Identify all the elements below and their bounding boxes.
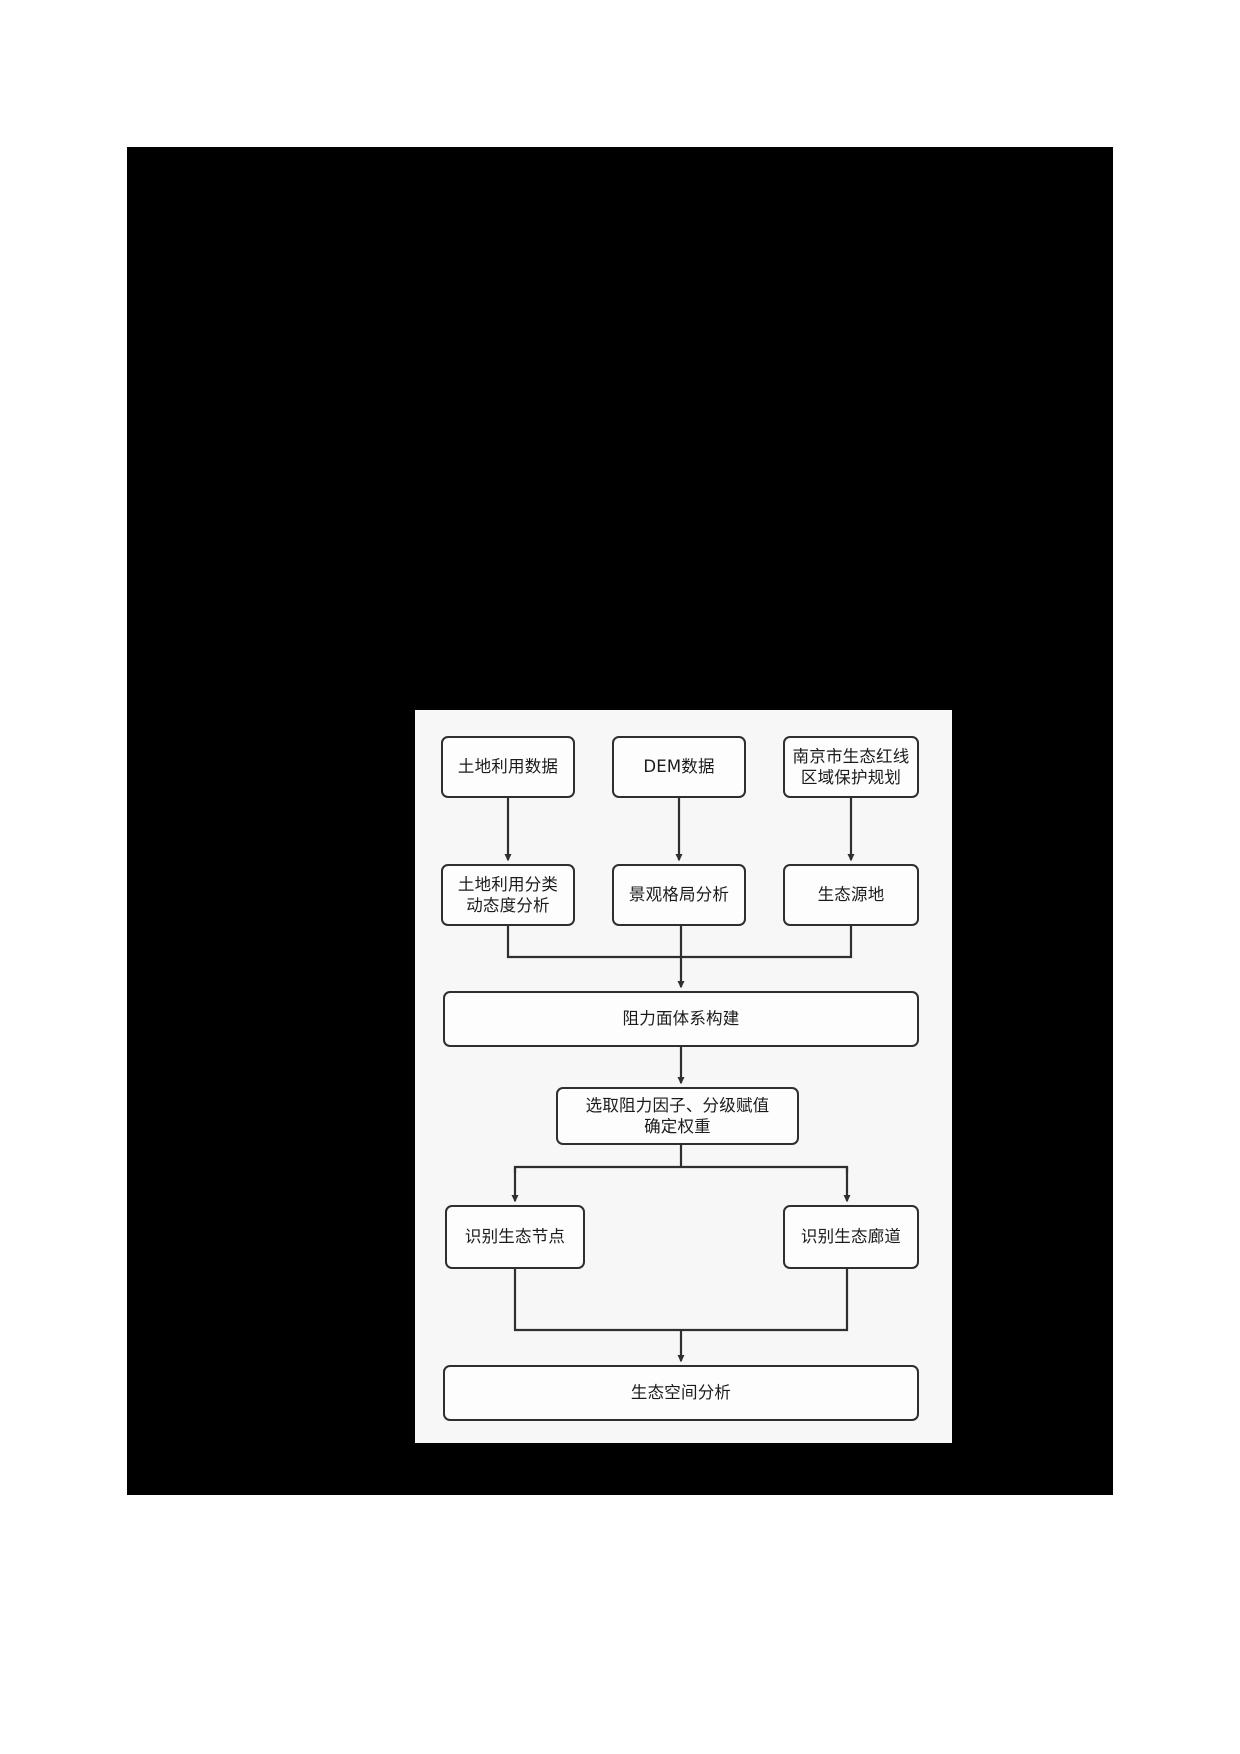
page-canvas: 土地利用数据 DEM数据 南京市生态红线区域保护规划 土地利用分类 动态度分析 …: [127, 147, 1113, 1495]
edge-factor-weight-split-bus: [513, 1165, 849, 1173]
flow-node-dem-data[interactable]: DEM数据: [612, 736, 746, 798]
flow-node-factor-weight[interactable]: 选取阻力因子、分级赋值 确定权重: [556, 1087, 799, 1145]
flow-node-landscape-pattern[interactable]: 景观格局分析: [612, 864, 746, 926]
flowchart-diagram: 土地利用数据 DEM数据 南京市生态红线区域保护规划 土地利用分类 动态度分析 …: [415, 710, 952, 1443]
flow-node-eco-nodes[interactable]: 识别生态节点: [445, 1205, 585, 1269]
flow-node-eco-source[interactable]: 生态源地: [783, 864, 919, 926]
edge-eco-corridors-to-bus: [681, 1269, 849, 1332]
flow-node-eco-space[interactable]: 生态空间分析: [443, 1365, 919, 1421]
flow-node-landuse-dynamics[interactable]: 土地利用分类 动态度分析: [441, 864, 575, 926]
connector-layer: [504, 798, 855, 1363]
flow-node-resistance-surface[interactable]: 阻力面体系构建: [443, 991, 919, 1047]
edge-eco-nodes-to-bus: [513, 1269, 681, 1332]
edge-landuse-dynamics-to-bus: [506, 926, 681, 959]
flow-node-landuse-data[interactable]: 土地利用数据: [441, 736, 575, 798]
edge-eco-source-to-bus: [681, 926, 853, 959]
flow-node-eco-corridors[interactable]: 识别生态廊道: [783, 1205, 919, 1269]
flow-node-redline-plan[interactable]: 南京市生态红线区域保护规划: [783, 736, 919, 798]
